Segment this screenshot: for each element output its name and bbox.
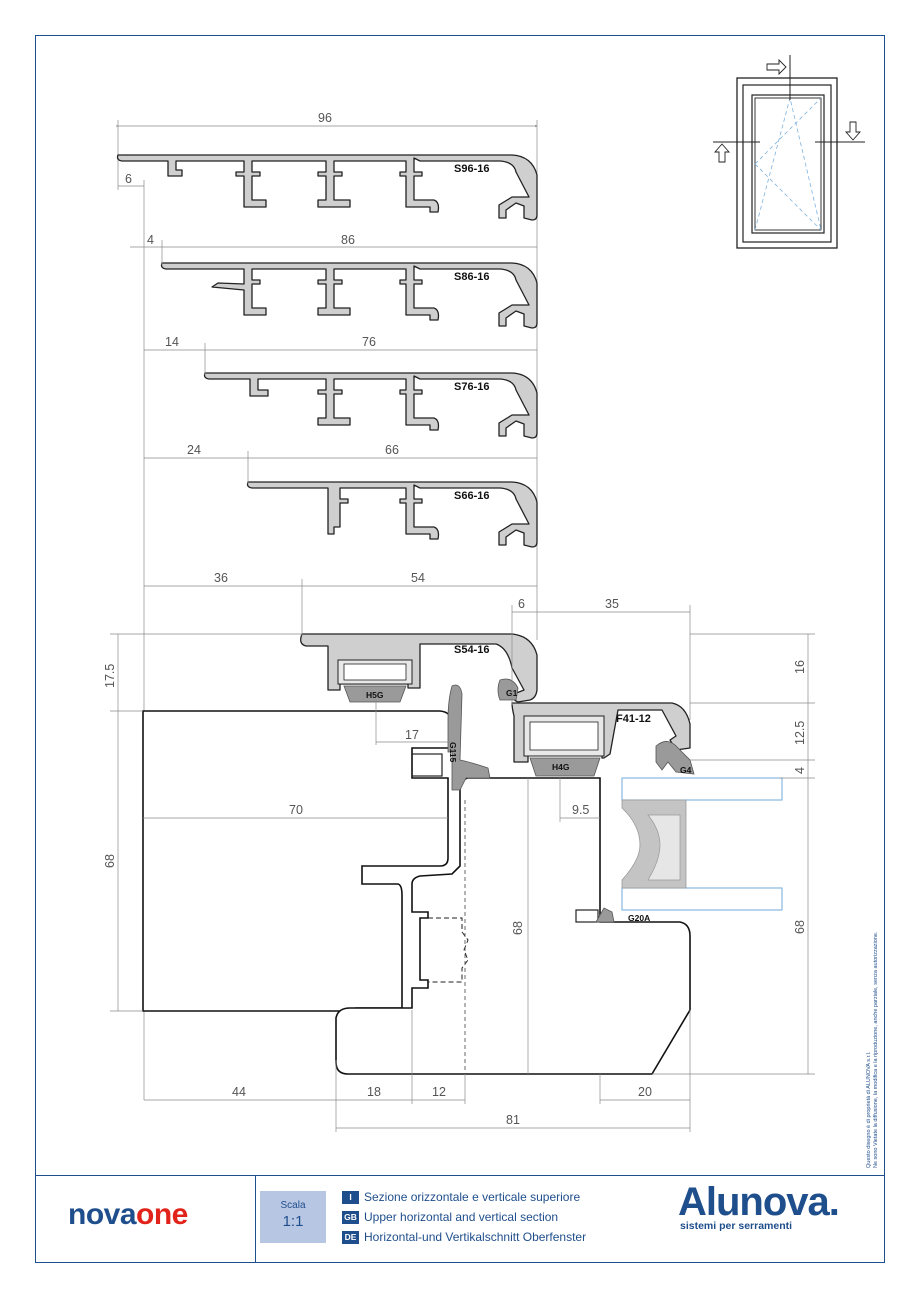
dim-12: 12 (432, 1085, 446, 1099)
copyright-note: Questo disegno è di proprietà di ALUNOVA… (866, 932, 880, 1168)
label-g20a: G20A (628, 913, 650, 923)
dim-17-5: 17.5 (103, 664, 117, 688)
dim-6-mid: 6 (518, 597, 525, 611)
logo-tagline: sistemi per serramenti (680, 1220, 793, 1232)
dim-14: 14 (165, 335, 179, 349)
copyright-line-1: Questo disegno è di proprietà di ALUNOVA… (866, 1051, 872, 1168)
dim-4: 4 (147, 233, 154, 247)
dim-54: 54 (411, 571, 425, 585)
alunova-wordmark: Alunova. (678, 1180, 840, 1224)
glass-pane-inner (621, 887, 783, 911)
profile-s96-16: S96-16 (116, 154, 538, 221)
gasket-g115 (447, 684, 491, 791)
label-s76-16: S76-16 (454, 381, 489, 393)
gasket-h5g (343, 685, 407, 703)
dim-70: 70 (289, 803, 303, 817)
label-g115: G115 (448, 742, 458, 763)
dim-96: 96 (318, 111, 332, 125)
arrow-down-icon (845, 121, 861, 141)
novaone-logo: novaone (68, 1198, 188, 1232)
dim-16: 16 (793, 660, 807, 674)
label-h4g: H4G (552, 762, 570, 772)
label-s86-16: S86-16 (454, 271, 489, 283)
label-f41-12: F41-12 (616, 713, 651, 725)
window-key-schematic (713, 55, 865, 249)
dim-12-5: 12.5 (793, 721, 807, 745)
wood-frame-right (335, 777, 691, 1075)
wood-frame-left (142, 710, 453, 1012)
title-block-divider (255, 1175, 256, 1263)
dim-36: 36 (214, 571, 228, 585)
label-h5g: H5G (366, 690, 384, 700)
legend-text-gb: Upper horizontal and vertical section (364, 1210, 559, 1224)
scale-box: Scala 1:1 (260, 1191, 326, 1243)
flag-it-icon: I (342, 1190, 359, 1204)
dim-6-top: 6 (125, 172, 132, 186)
gasket-g1 (497, 678, 519, 701)
profile-s76-16: S76-16 (203, 372, 538, 439)
assembly-section: H5G S54-16 G1 G115 H4G F41-12 G4 G20A (142, 633, 783, 1075)
gasket-h4g (529, 757, 601, 777)
alunova-logo: Alunova. sistemi per serramenti (678, 1180, 840, 1232)
dim-24: 24 (187, 443, 201, 457)
legend-text-it: Sezione orizzontale e verticale superior… (364, 1190, 581, 1204)
dim-81: 81 (506, 1113, 520, 1127)
drawing-frame (35, 35, 885, 1263)
arrow-up-icon (714, 143, 730, 163)
profile-s66-16: S66-16 (246, 481, 538, 548)
legend-german: DE Horizontal-und Vertikalschnitt Oberfe… (342, 1230, 586, 1244)
logo-word: Alunova (678, 1180, 830, 1224)
logo-dot: . (828, 1180, 840, 1224)
dim-68-middle: 68 (511, 921, 525, 935)
dim-17: 17 (405, 728, 419, 742)
scale-value: 1:1 (282, 1213, 304, 1230)
brand-left: nova (68, 1198, 137, 1231)
dim-4-right: 4 (793, 767, 807, 774)
dimension-lines: 96 6 4 86 14 76 24 66 36 54 6 35 (103, 111, 815, 1132)
dim-68-left: 68 (103, 854, 117, 868)
dim-68-right: 68 (793, 920, 807, 934)
glass-pane-outer (621, 777, 783, 801)
title-block (35, 1175, 885, 1263)
label-s96-16: S96-16 (454, 163, 489, 175)
label-g4: G4 (680, 765, 692, 775)
profile-s86-16: S86-16 (160, 262, 538, 329)
dim-86: 86 (341, 233, 355, 247)
legend-italian: I Sezione orizzontale e verticale superi… (342, 1190, 580, 1204)
dim-20: 20 (638, 1085, 652, 1099)
dim-35: 35 (605, 597, 619, 611)
dim-9-5: 9.5 (572, 803, 589, 817)
label-s66-16: S66-16 (454, 490, 489, 502)
flag-gb-icon: GB (342, 1210, 359, 1224)
arrow-right-icon (766, 58, 787, 76)
dim-66: 66 (385, 443, 399, 457)
legend-english: GB Upper horizontal and vertical section (342, 1210, 558, 1224)
brand-right: one (136, 1198, 188, 1231)
dim-44: 44 (232, 1085, 246, 1099)
legend-text-de: Horizontal-und Vertikalschnitt Oberfenst… (364, 1230, 587, 1244)
label-s54-16: S54-16 (454, 644, 489, 656)
copyright-line-2: Ne sono Vietate la diffusione, la modifi… (873, 931, 879, 1168)
gasket-g20a (595, 907, 615, 923)
scale-title: Scala (280, 1200, 306, 1211)
dim-18: 18 (367, 1085, 381, 1099)
dim-76: 76 (362, 335, 376, 349)
flag-de-icon: DE (342, 1230, 359, 1244)
gasket-g4 (655, 741, 695, 775)
